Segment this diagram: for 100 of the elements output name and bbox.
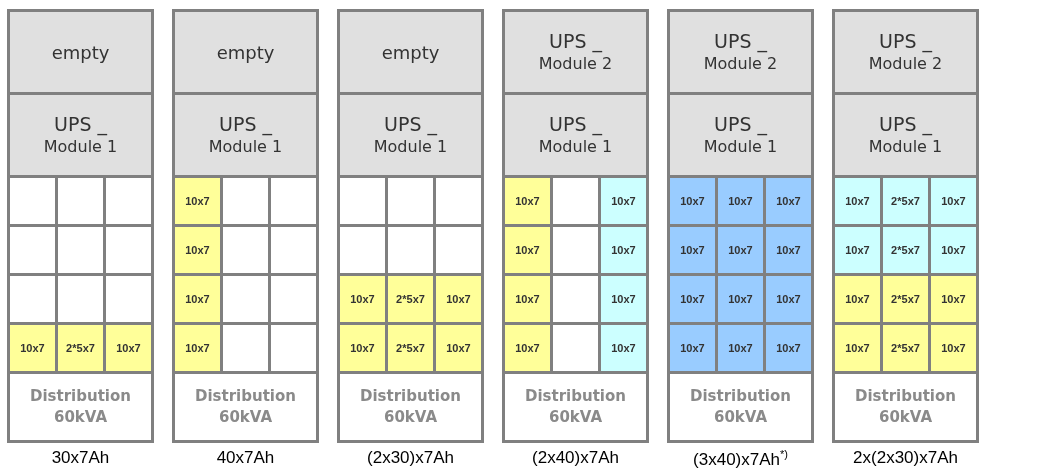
module-subtitle: Module 1 (43, 136, 118, 158)
empty-slot (106, 276, 151, 322)
capacity-caption: (3x40)x7Ah$^{*)}$ (693, 448, 788, 470)
module-title: UPS _ (54, 112, 107, 136)
module-subtitle: Module 1 (208, 136, 283, 158)
module-title: UPS _ (549, 112, 602, 136)
cabinet-frame (502, 9, 649, 443)
module-box (835, 95, 976, 175)
battery-cell: 2*5x7 (883, 227, 928, 273)
battery-cell: 10x7 (718, 325, 763, 371)
empty-slot (553, 227, 598, 273)
distribution-box: Distribution 60kVA (670, 374, 811, 440)
module-subtitle: Module 1 (868, 136, 943, 158)
empty-slot (10, 227, 55, 273)
module-box (10, 95, 151, 175)
module-box: empty (175, 12, 316, 92)
empty-slot (223, 276, 268, 322)
battery-cell: 10x7 (340, 276, 385, 322)
empty-slot (58, 276, 103, 322)
battery-cell: 10x7 (175, 325, 220, 371)
capacity-caption: 40x7Ah (216, 448, 275, 468)
capacity-caption: 2x(2x30)x7Ah (853, 448, 958, 468)
battery-cell: 2*5x7 (883, 325, 928, 371)
battery-cell: 10x7 (931, 276, 976, 322)
empty-slot (388, 178, 433, 224)
module-title: UPS _ (384, 112, 437, 136)
empty-slot (388, 227, 433, 273)
empty-slot (58, 178, 103, 224)
module-box (835, 12, 976, 92)
battery-cell: 10x7 (670, 178, 715, 224)
empty-slot (10, 178, 55, 224)
battery-cell: 10x7 (175, 178, 220, 224)
module-box (505, 12, 646, 92)
battery-cell: 10x7 (505, 325, 550, 371)
battery-cell: 10x7 (766, 325, 811, 371)
empty-slot (340, 178, 385, 224)
battery-cell: 10x7 (766, 227, 811, 273)
empty-slot (223, 227, 268, 273)
cabinet-frame (172, 9, 319, 443)
module-title: UPS _ (879, 29, 932, 53)
distribution-box: Distribution 60kVA (340, 374, 481, 440)
module-title: UPS _ (219, 112, 272, 136)
module-box: empty (340, 12, 481, 92)
battery-cell: 10x7 (835, 276, 880, 322)
cabinet-frame (7, 9, 154, 443)
module-box (670, 95, 811, 175)
module-box (505, 95, 646, 175)
empty-slot (553, 276, 598, 322)
battery-cell: 2*5x7 (388, 276, 433, 322)
battery-cell: 10x7 (718, 178, 763, 224)
battery-cell: 10x7 (670, 276, 715, 322)
empty-slot (271, 325, 316, 371)
module-title: UPS _ (879, 112, 932, 136)
empty-slot (271, 178, 316, 224)
module-title: UPS _ (714, 112, 767, 136)
battery-cell: 10x7 (601, 325, 646, 371)
battery-cell: 10x7 (670, 227, 715, 273)
module-box (670, 12, 811, 92)
battery-cell: 2*5x7 (58, 325, 103, 371)
module-title: UPS _ (714, 29, 767, 53)
battery-cell: 10x7 (835, 178, 880, 224)
battery-cell: 10x7 (601, 227, 646, 273)
battery-cell: 10x7 (670, 325, 715, 371)
battery-cell: 10x7 (175, 276, 220, 322)
battery-cell: 10x7 (931, 227, 976, 273)
battery-cell: 10x7 (505, 276, 550, 322)
empty-slot (271, 276, 316, 322)
battery-cell: 10x7 (436, 325, 481, 371)
battery-cell: 10x7 (931, 325, 976, 371)
empty-slot (436, 227, 481, 273)
cabinet-frame (667, 9, 814, 443)
battery-cell: 10x7 (766, 178, 811, 224)
module-box (340, 95, 481, 175)
battery-cell: 10x7 (766, 276, 811, 322)
empty-slot (58, 227, 103, 273)
empty-slot (271, 227, 316, 273)
battery-cell: 2*5x7 (883, 178, 928, 224)
battery-cell: 10x7 (718, 227, 763, 273)
module-subtitle: Module 1 (703, 136, 778, 158)
empty-slot (223, 178, 268, 224)
module-subtitle: Module 2 (703, 53, 778, 75)
battery-cell: 10x7 (175, 227, 220, 273)
module-subtitle: Module 1 (538, 136, 613, 158)
module-box: empty (10, 12, 151, 92)
distribution-box: Distribution 60kVA (835, 374, 976, 440)
capacity-caption: 30x7Ah (51, 448, 110, 468)
battery-cell: 10x7 (718, 276, 763, 322)
battery-cell: 2*5x7 (883, 276, 928, 322)
battery-cell: 10x7 (601, 276, 646, 322)
battery-cell: 10x7 (931, 178, 976, 224)
empty-slot (106, 178, 151, 224)
battery-cell: 10x7 (505, 178, 550, 224)
battery-cell: 10x7 (835, 325, 880, 371)
empty-slot (223, 325, 268, 371)
empty-slot (436, 178, 481, 224)
battery-cell: 10x7 (835, 227, 880, 273)
battery-cell: 10x7 (601, 178, 646, 224)
battery-cell: 10x7 (340, 325, 385, 371)
cabinet-frame (337, 9, 484, 443)
capacity-caption: (2x40)x7Ah (532, 448, 619, 468)
